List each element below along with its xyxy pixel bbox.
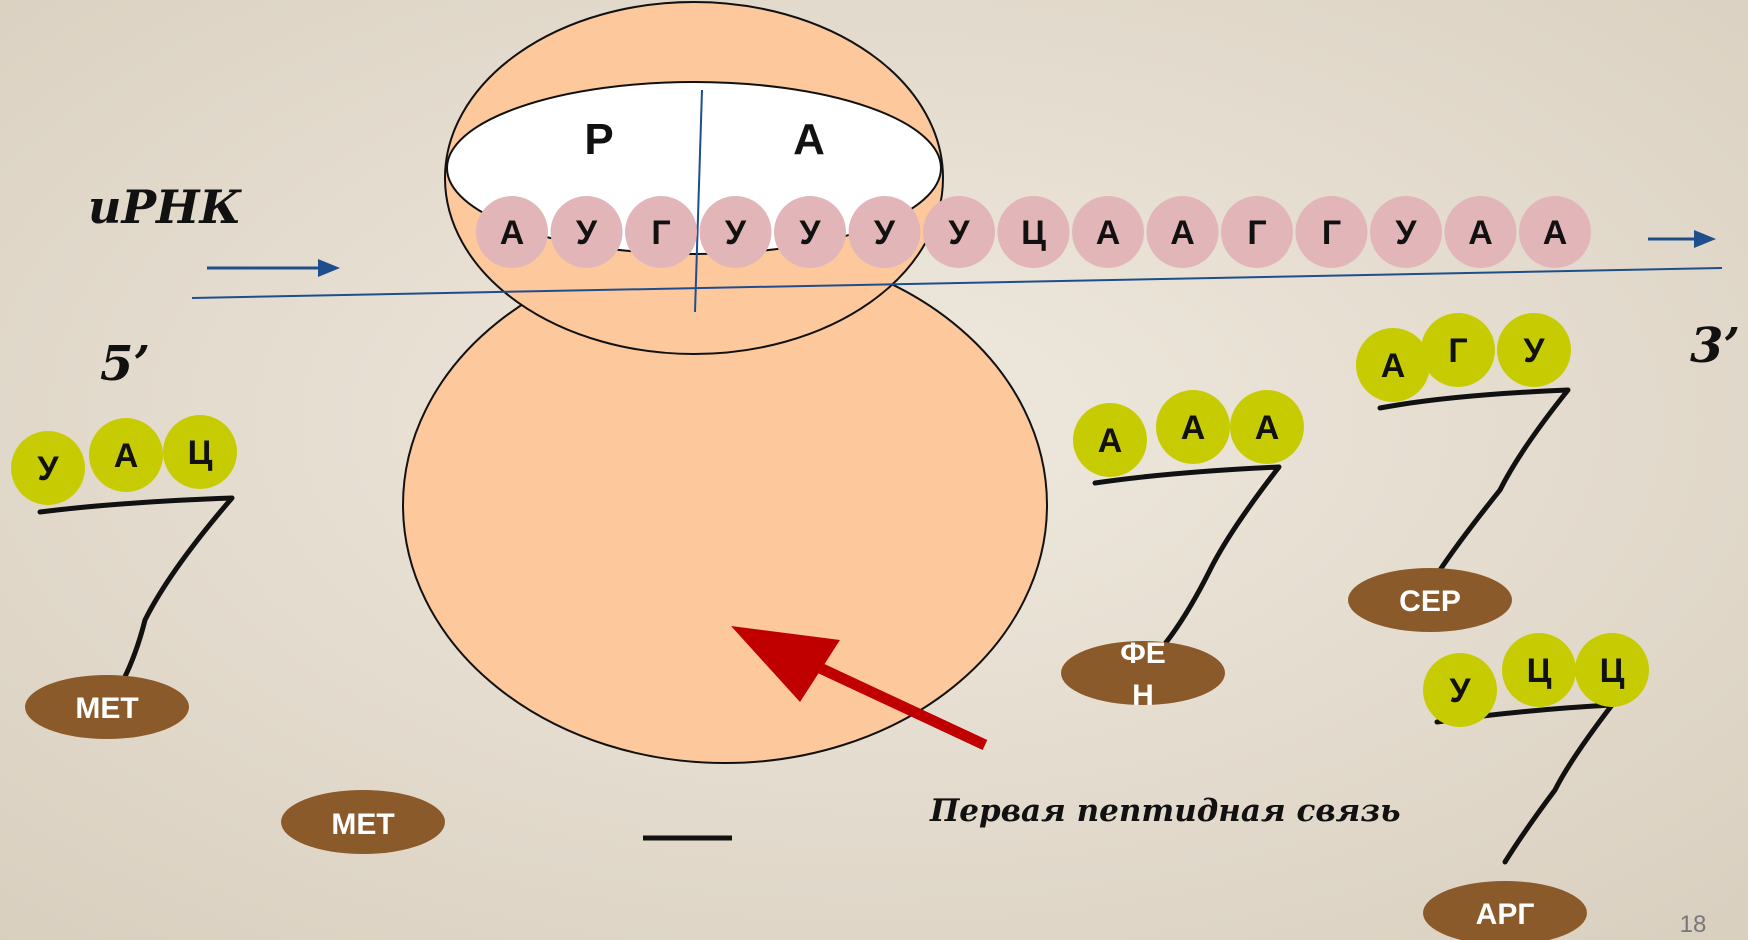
mrna-codon-letter: Ц: [1021, 214, 1046, 252]
anticodon-letter: А: [114, 437, 139, 475]
amino-acid-arg: АРГ: [1423, 881, 1587, 940]
trna-stem: [1095, 467, 1279, 650]
mrna-codon-bead: У: [923, 196, 995, 268]
mrna-codon-letter: А: [1096, 214, 1121, 252]
anticodon-bead: Ц: [1575, 633, 1649, 707]
anticodon-letter: А: [1381, 347, 1406, 385]
free-amino-acid: МЕТ: [281, 790, 445, 854]
anticodon-bead: У: [11, 431, 85, 505]
anticodon-letter: Ц: [188, 434, 213, 472]
amino-acid-met: МЕТ: [25, 675, 189, 739]
anticodon-bead: Ц: [1502, 633, 1576, 707]
amino-acid-ser: СЕР: [1348, 568, 1512, 632]
slide-number: 18: [1680, 911, 1707, 938]
five-prime-label: 5’: [100, 336, 150, 392]
mrna-codon-letter: У: [799, 214, 821, 252]
mrna-codon-letter: А: [1170, 214, 1195, 252]
mrna-codon-bead: У: [774, 196, 846, 268]
mrna-codon-letter: Г: [651, 214, 670, 252]
mrna-strand-line: [192, 268, 1722, 298]
trna-stem: [1437, 705, 1612, 862]
free-amino-label: МЕТ: [331, 808, 394, 841]
anticodon-bead: Ц: [163, 415, 237, 489]
anticodon-bead: А: [1356, 328, 1430, 402]
anticodon-bead: У: [1497, 313, 1571, 387]
trna-stem: [1380, 390, 1568, 570]
mrna-codon-letter: У: [1395, 214, 1417, 252]
mrna-codon-bead: Г: [625, 196, 697, 268]
mrna-codon-letter: А: [1543, 214, 1568, 252]
mrna-codon-bead: Г: [1296, 196, 1368, 268]
trna-fen: ФЕ Н А А А: [1061, 390, 1304, 712]
mrna-codon-letter: У: [874, 214, 896, 252]
anticodon-letter: У: [37, 450, 59, 488]
three-prime-label: 3’: [1690, 318, 1740, 374]
anticodon-letter: У: [1449, 672, 1471, 710]
mrna-codon-letter: Г: [1322, 214, 1341, 252]
mrna-codon-bead: Г: [1221, 196, 1293, 268]
anticodon-letter: Ц: [1600, 652, 1625, 690]
anticodon-bead: А: [1156, 390, 1230, 464]
amino-acid-label: Н: [1132, 679, 1154, 712]
anticodon-bead: Г: [1421, 313, 1495, 387]
p-site-label: Р: [584, 115, 613, 164]
anticodon-letter: У: [1523, 332, 1545, 370]
direction-arrow-left: [207, 259, 340, 277]
mrna-codon-bead: А: [1072, 196, 1144, 268]
anticodon-bead: У: [1423, 653, 1497, 727]
mrna-codon-bead: У: [849, 196, 921, 268]
amino-acid-label: ФЕ: [1120, 637, 1166, 670]
anticodon-letter: А: [1098, 422, 1123, 460]
mrna-codon-bead: А: [1147, 196, 1219, 268]
anticodon-bead: А: [1073, 403, 1147, 477]
anticodon-bead: А: [89, 418, 163, 492]
mrna-codon-letter: У: [725, 214, 747, 252]
amino-acid-label: АРГ: [1476, 898, 1535, 931]
trna-ser: СЕР А У Г: [1348, 313, 1571, 632]
anticodon-letter: А: [1255, 409, 1280, 447]
amino-acid-fen: ФЕ Н: [1061, 637, 1225, 712]
mrna-codon-bead: А: [1445, 196, 1517, 268]
a-site-label: А: [793, 115, 825, 164]
amino-acid-label: СЕР: [1399, 585, 1461, 618]
trna-arg: АРГ У Ц Ц: [1423, 633, 1649, 940]
direction-arrow-right: [1648, 230, 1716, 248]
peptide-bond-caption: Первая пептидная связь: [929, 793, 1401, 829]
anticodon-letter: А: [1181, 409, 1206, 447]
mrna-codon-letter: А: [500, 214, 525, 252]
mrna-codon-letter: Г: [1247, 214, 1266, 252]
mrna-codon-bead: Ц: [998, 196, 1070, 268]
mrna-codon-bead: У: [1370, 196, 1442, 268]
mrna-codon-letter: У: [948, 214, 970, 252]
mrna-codon-bead: У: [551, 196, 623, 268]
mrna-codon-bead: У: [700, 196, 772, 268]
anticodon-letter: Г: [1448, 332, 1467, 370]
anticodon-letter: Ц: [1527, 652, 1552, 690]
trna-met: МЕТ У Ц А: [11, 415, 237, 739]
trna-stem: [40, 498, 232, 690]
mrna-codon-letter: У: [576, 214, 598, 252]
mrna-label: иРНК: [88, 180, 242, 234]
mrna-codon-bead: А: [1519, 196, 1591, 268]
anticodon-bead: А: [1230, 390, 1304, 464]
mrna-codon-letter: А: [1468, 214, 1493, 252]
amino-acid-label: МЕТ: [75, 692, 138, 725]
mrna-codon-bead: А: [476, 196, 548, 268]
